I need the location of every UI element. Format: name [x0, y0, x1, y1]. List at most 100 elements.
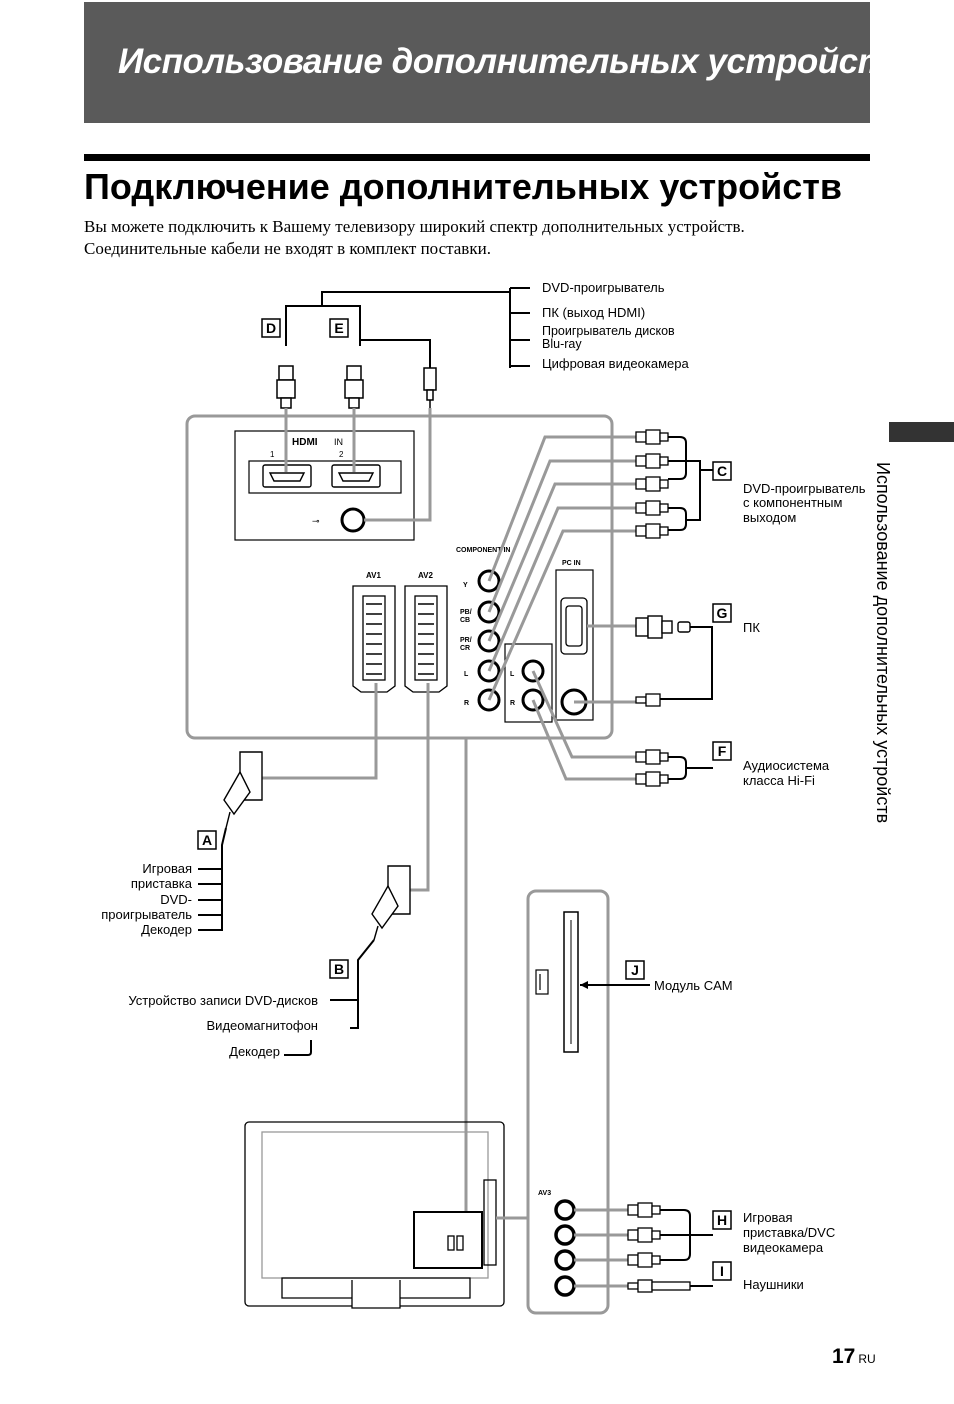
scart-av2 — [404, 585, 448, 693]
av-labels: AV1 AV2 — [366, 571, 434, 580]
av2-cable — [410, 683, 430, 892]
svg-text:H: H — [717, 1212, 727, 1228]
label-bluray-2: Blu-ray — [542, 337, 582, 351]
svg-text:L: L — [510, 671, 515, 678]
svg-text:с компонентным: с компонентным — [743, 495, 842, 510]
rear-panel — [185, 414, 614, 740]
svg-text:E: E — [334, 320, 343, 336]
a-bracket-ticks — [198, 868, 222, 916]
svg-text:D: D — [266, 320, 276, 336]
g-cable — [660, 626, 713, 700]
letter-a-box: A — [197, 830, 217, 850]
letter-g-box: G — [712, 603, 732, 623]
h-cable-bundle — [660, 1209, 713, 1261]
svg-text:AV2: AV2 — [418, 571, 434, 580]
minijack-plug-e — [423, 367, 437, 408]
a-cable — [198, 827, 227, 931]
svg-text:R: R — [510, 700, 515, 707]
c-device-label: DVD-проигрыватель с компонентным выходом — [743, 481, 866, 525]
tv-rear — [244, 1121, 528, 1309]
g-device-label: ПК — [743, 620, 760, 635]
svg-text:COMPONENT IN: COMPONENT IN — [456, 547, 510, 554]
audio-out-jacks — [521, 659, 545, 712]
label-camcorder: Цифровая видеокамера — [542, 356, 689, 371]
svg-text:HDMI: HDMI — [292, 437, 318, 448]
svg-text:проигрыватель: проигрыватель — [101, 907, 192, 922]
component-jacks — [477, 569, 501, 712]
av3-cables — [574, 1208, 628, 1288]
b-decoder-tick — [284, 1040, 312, 1056]
rca-plugs-c — [635, 429, 669, 539]
scart-av1 — [352, 585, 396, 693]
svg-text:Игровая: Игровая — [743, 1210, 793, 1225]
top-device-labels: DVD-проигрыватель ПК (выход HDMI) Проигр… — [542, 280, 689, 371]
letter-b-box: B — [329, 959, 349, 979]
pc-in-label: PC IN — [562, 560, 581, 567]
svg-text:Игровая: Игровая — [142, 861, 192, 876]
scart-plug-b — [371, 865, 411, 941]
svg-text:Аудиосистема: Аудиосистема — [743, 758, 830, 773]
hdmi-plug-d — [276, 365, 296, 409]
chapter-title: Использование дополнительных устройств — [118, 42, 909, 81]
minijack-plug-g — [635, 693, 661, 707]
label-pc-hdmi: ПК (выход HDMI) — [542, 305, 645, 320]
svg-text:Декодер: Декодер — [141, 922, 192, 937]
svg-text:выходом: выходом — [743, 510, 796, 525]
svg-text:Устройство записи DVD-дисков: Устройство записи DVD-дисков — [128, 993, 318, 1008]
hdmi-panel — [234, 430, 415, 541]
hdmi-port-frame — [248, 460, 402, 494]
svg-text:R: R — [464, 700, 469, 707]
svg-text:PB/: PB/ — [460, 609, 472, 616]
svg-text:Y: Y — [463, 582, 468, 589]
cam-slot — [563, 911, 579, 1053]
f-cable — [668, 756, 687, 780]
svg-text:приставка/DVC: приставка/DVC — [743, 1225, 835, 1240]
av1-cable — [262, 683, 378, 780]
svg-text:видеокамера: видеокамера — [743, 1240, 824, 1255]
scart-plug-a — [223, 751, 263, 829]
svg-text:DVD-проигрыватель: DVD-проигрыватель — [743, 481, 866, 496]
minijack-plug-i — [627, 1279, 691, 1293]
hdmi-plug-e — [344, 365, 364, 409]
a-device-label: Игровая приставка DVD- проигрыватель Дек… — [101, 861, 193, 937]
svg-text:F: F — [718, 743, 727, 759]
i-device-label: Наушники — [743, 1277, 804, 1292]
av3-jacks — [554, 1199, 576, 1297]
svg-text:L: L — [464, 671, 469, 678]
j-device-label: Модуль CAM — [654, 978, 733, 993]
av3-label: AV3 — [538, 1190, 551, 1197]
page-title: Подключение дополнительных устройств — [84, 166, 843, 207]
svg-text:I: I — [720, 1263, 724, 1279]
page-number-lang: RU — [858, 1352, 876, 1366]
c-cable-bundle — [668, 436, 713, 531]
svg-text:CB: CB — [460, 617, 470, 624]
b-device-label: Устройство записи DVD-дисков Видеомагнит… — [128, 993, 318, 1059]
audio-out-box — [504, 643, 553, 723]
svg-text:⊸: ⊸ — [312, 516, 320, 526]
svg-text:A: A — [202, 832, 212, 848]
label-dvd-player: DVD-проигрыватель — [542, 280, 665, 295]
hdmi-port-2 — [331, 464, 381, 488]
svg-text:CR: CR — [460, 645, 470, 652]
component-in-labels: COMPONENT IN Y PB/ CB PR/ CR L R — [456, 547, 510, 707]
letter-c-box: C — [712, 461, 732, 481]
intro-line-2: Соединительные кабели не входят в компле… — [84, 239, 491, 258]
svg-text:G: G — [717, 605, 728, 621]
svg-text:Видеомагнитофон: Видеомагнитофон — [207, 1018, 318, 1033]
svg-text:PR/: PR/ — [460, 637, 472, 644]
svg-text:AV1: AV1 — [366, 571, 382, 580]
svg-text:Декодер: Декодер — [229, 1044, 280, 1059]
audio-out-labels: L R — [510, 671, 515, 707]
svg-text:C: C — [717, 463, 727, 479]
letter-e-box: E — [329, 318, 349, 338]
rca-plugs-h — [627, 1202, 661, 1268]
letter-h-box: H — [712, 1210, 732, 1230]
letter-j-box: J — [625, 960, 645, 980]
rca-plugs-f — [635, 749, 669, 787]
side-tab-marker — [889, 422, 954, 442]
label-bluray-1: Проигрыватель дисков — [542, 324, 675, 338]
vga-port — [560, 597, 588, 655]
svg-text:класса Hi-Fi: класса Hi-Fi — [743, 773, 815, 788]
